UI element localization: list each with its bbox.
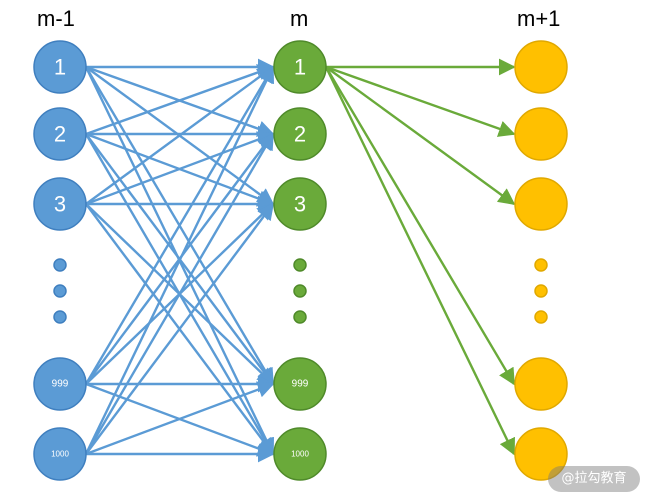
next-ellipsis-dot-3: [534, 258, 548, 272]
prev-ellipsis-dot-3: [53, 258, 67, 272]
curr-ellipsis-dot-5: [293, 310, 307, 324]
edge-prev-7-to-curr-2: [85, 202, 275, 455]
edge-curr-0-to-next-1: [325, 65, 516, 137]
curr-node-label-0: 1: [294, 55, 306, 80]
prev-node-6: [33, 357, 87, 411]
edge-prev-1-to-curr-0: [85, 64, 275, 136]
next-node-7: [514, 427, 568, 481]
curr-node-label-7: 1000: [291, 450, 309, 459]
curr-node-1: [273, 107, 327, 161]
edge-prev-2-to-curr-1: [85, 131, 275, 206]
next-ellipsis-dot-4: [534, 284, 548, 298]
edge-prev-6-to-curr-0: [84, 65, 275, 385]
curr-node-label-2: 3: [294, 192, 306, 217]
curr-node-label-6: 999: [292, 379, 309, 390]
edge-curr-0-to-next-7: [324, 66, 516, 456]
edge-prev-7-to-curr-6: [85, 381, 275, 456]
layer-next-nodes: [514, 40, 568, 481]
prev-node-0: [33, 40, 87, 94]
layer-curr-nodes: 1 2 3 999 1000: [273, 40, 327, 481]
prev-node-label-1: 2: [54, 122, 66, 147]
curr-ellipsis-dot-3: [293, 258, 307, 272]
next-node-6: [514, 357, 568, 411]
edge-curr-0-to-next-2: [325, 66, 516, 205]
prev-node-2: [33, 177, 87, 231]
edge-prev-7-to-curr-1: [84, 132, 275, 455]
edges-curr-to-next: [324, 58, 516, 456]
curr-node-6: [273, 357, 327, 411]
next-node-1: [514, 107, 568, 161]
prev-node-label-0: 1: [54, 55, 66, 80]
prev-node-1: [33, 107, 87, 161]
curr-node-7: [273, 427, 327, 481]
next-ellipsis-dot-5: [534, 310, 548, 324]
prev-node-7: [33, 427, 87, 481]
prev-ellipsis-dot-4: [53, 284, 67, 298]
prev-node-label-6: 999: [52, 379, 69, 390]
edge-prev-2-to-curr-0: [85, 66, 275, 205]
edge-prev-7-to-curr-0: [84, 65, 275, 455]
edge-curr-0-to-next-6: [324, 66, 516, 386]
prev-node-label-2: 3: [54, 192, 66, 217]
layer-prev-nodes: 1 2 3 999 1000: [33, 40, 87, 481]
column-title-curr: m: [290, 6, 308, 31]
prev-ellipsis-dot-5: [53, 310, 67, 324]
curr-node-0: [273, 40, 327, 94]
curr-ellipsis-dot-4: [293, 284, 307, 298]
edges-prev-to-curr: [84, 58, 275, 463]
next-node-0: [514, 40, 568, 94]
next-node-2: [514, 177, 568, 231]
column-title-next: m+1: [517, 6, 560, 31]
column-title-prev: m-1: [37, 6, 75, 31]
curr-node-2: [273, 177, 327, 231]
watermark: @拉勾教育: [548, 466, 640, 492]
prev-node-label-7: 1000: [51, 450, 69, 459]
curr-node-label-1: 2: [294, 122, 306, 147]
